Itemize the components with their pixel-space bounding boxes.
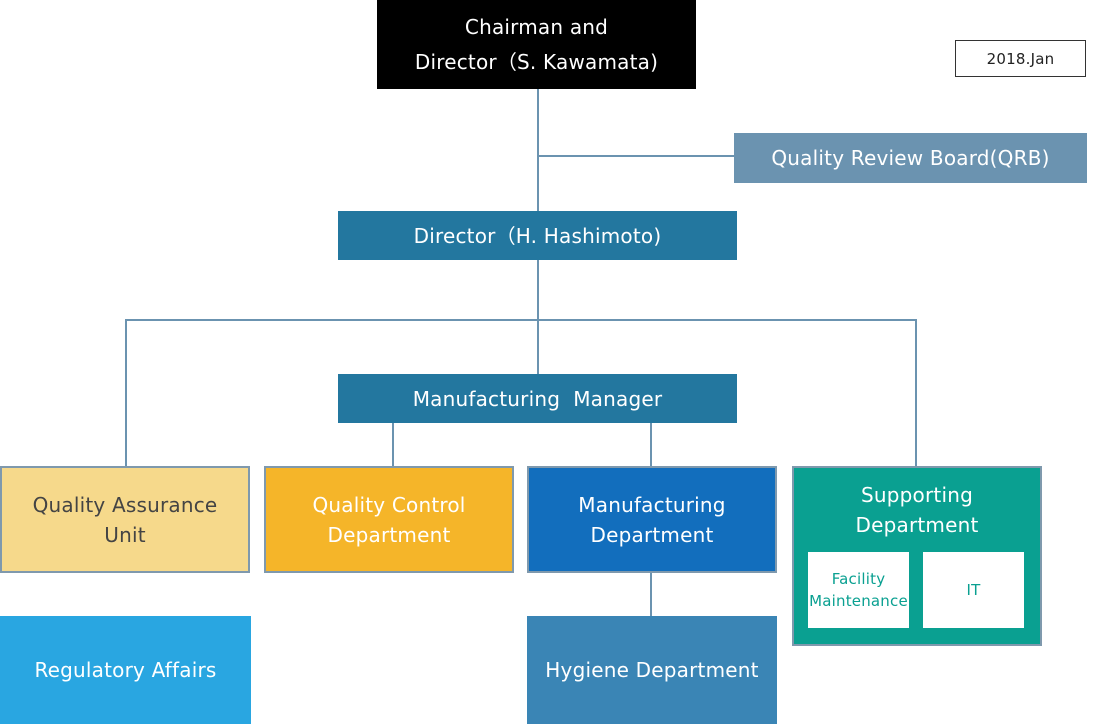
connector-to-support <box>915 319 917 466</box>
mfg-line-2: Department <box>590 522 714 547</box>
support-line-2: Department <box>855 513 979 537</box>
connector-to-qrb <box>538 155 734 157</box>
connector-chairman-director <box>537 89 539 211</box>
mfg-line-1: Manufacturing <box>578 492 726 517</box>
date-label: 2018.Jan <box>955 40 1086 77</box>
regulatory-affairs-node: Regulatory Affairs <box>0 616 251 724</box>
chairman-node: Chairman and Director（S. Kawamata) <box>377 0 696 89</box>
manufacturing-manager-node: Manufacturing Manager <box>338 374 737 423</box>
support-line-1: Supporting <box>861 483 973 507</box>
connector-horizontal-bus <box>125 319 917 321</box>
connector-director-manager <box>537 260 539 374</box>
qa-line-1: Quality Assurance <box>32 492 218 517</box>
manufacturing-department-node: Manufacturing Department <box>527 466 777 573</box>
facility-line-1: Facility <box>831 570 886 588</box>
facility-line-2: Maintenance <box>809 592 908 610</box>
chairman-line-1: Chairman and <box>464 14 609 39</box>
facility-maintenance-node: Facility Maintenance <box>808 552 909 628</box>
connector-mfg-hygiene <box>650 573 652 616</box>
qrb-node: Quality Review Board(QRB) <box>734 133 1087 183</box>
quality-assurance-node: Quality Assurance Unit <box>0 466 250 573</box>
quality-control-node: Quality Control Department <box>264 466 514 573</box>
qc-line-1: Quality Control <box>312 492 466 517</box>
qc-line-2: Department <box>327 522 451 547</box>
qa-line-2: Unit <box>104 522 146 547</box>
hygiene-department-node: Hygiene Department <box>527 616 777 724</box>
connector-manager-qc <box>392 423 394 466</box>
connector-manager-mfg <box>650 423 652 466</box>
director-node: Director（H. Hashimoto) <box>338 211 737 260</box>
connector-to-qa <box>125 319 127 466</box>
chairman-line-2: Director（S. Kawamata) <box>414 49 659 74</box>
it-node: IT <box>923 552 1024 628</box>
